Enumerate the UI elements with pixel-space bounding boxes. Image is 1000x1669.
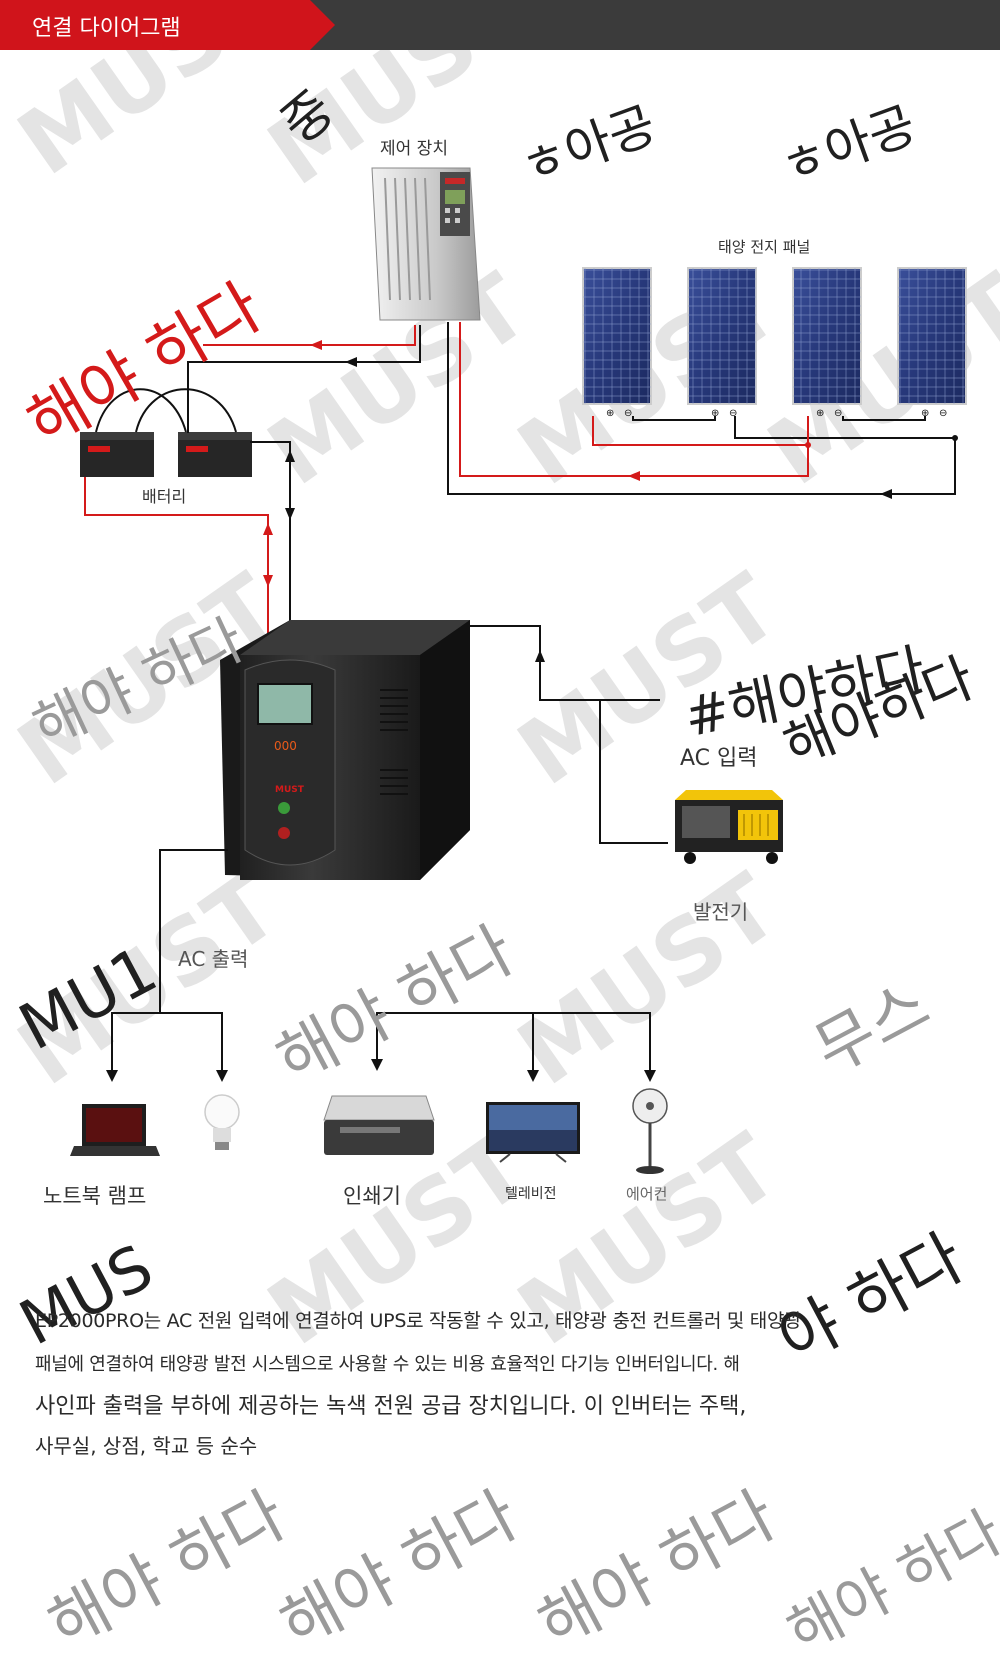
description-line-3: 사인파 출력을 부하에 제공하는 녹색 전원 공급 장치입니다. 이 인버터는 … [35,1394,747,1419]
controller-label: 제어 장치 [380,139,448,159]
ac-output-wires [111,849,651,1071]
solar-panel-label: 태양 전지 패널 [718,238,811,256]
panel-wires [447,322,956,495]
svg-text:⊕: ⊕ [606,408,614,419]
generator-label: 발전기 [693,900,749,924]
svg-text:⊕: ⊕ [921,408,929,419]
description-line-4: 사무실, 상점, 학교 등 순수 [35,1434,258,1458]
inverter-logo: MUST [275,785,305,795]
bulb-device [204,1094,240,1150]
tv-label: 텔레비전 [505,1186,557,1202]
fan-device [632,1088,668,1174]
controller-device [371,167,481,321]
ac-output-label: AC 출력 [178,947,249,971]
svg-text:⊖: ⊖ [939,408,947,419]
connection-diagram: ⊕ ⊖ ⊕ ⊖ ⊕ ⊖ ⊕ ⊖ [70,167,967,1174]
laptop-lamp-label: 노트북 램프 [43,1184,147,1208]
svg-text:⊕: ⊕ [816,408,824,419]
generator-device [675,790,783,864]
svg-text:⊖: ⊖ [729,408,737,419]
printer-label: 인쇄기 [343,1184,401,1208]
header-tab [0,0,335,50]
svg-text:⊕: ⊕ [711,408,719,419]
description-line-2: 패널에 연결하여 태양광 발전 시스템으로 사용할 수 있는 비용 효율적인 다… [35,1354,740,1375]
page-title: 연결 다이어그램 [32,16,181,41]
battery-label: 배터리 [142,487,187,506]
display-readout: 000 [274,739,297,753]
tv-device [486,1102,580,1163]
batteries [80,388,252,477]
ac-input-wires [470,625,668,844]
printer-device [323,1095,435,1155]
laptop-device [70,1104,160,1156]
svg-text:⊖: ⊖ [624,408,632,419]
svg-text:⊖: ⊖ [834,408,842,419]
battery-controller-wires [187,325,421,433]
solar-panels: ⊕ ⊖ ⊕ ⊖ ⊕ ⊖ ⊕ ⊖ [582,267,967,421]
ac-input-label: AC 입력 [680,746,758,771]
aircon-label: 에어컨 [626,1185,668,1203]
inverter-device: 000 MUST [220,620,470,880]
description-line-1: EP2000PRO는 AC 전원 입력에 연결하여 UPS로 작동할 수 있고,… [35,1310,802,1332]
